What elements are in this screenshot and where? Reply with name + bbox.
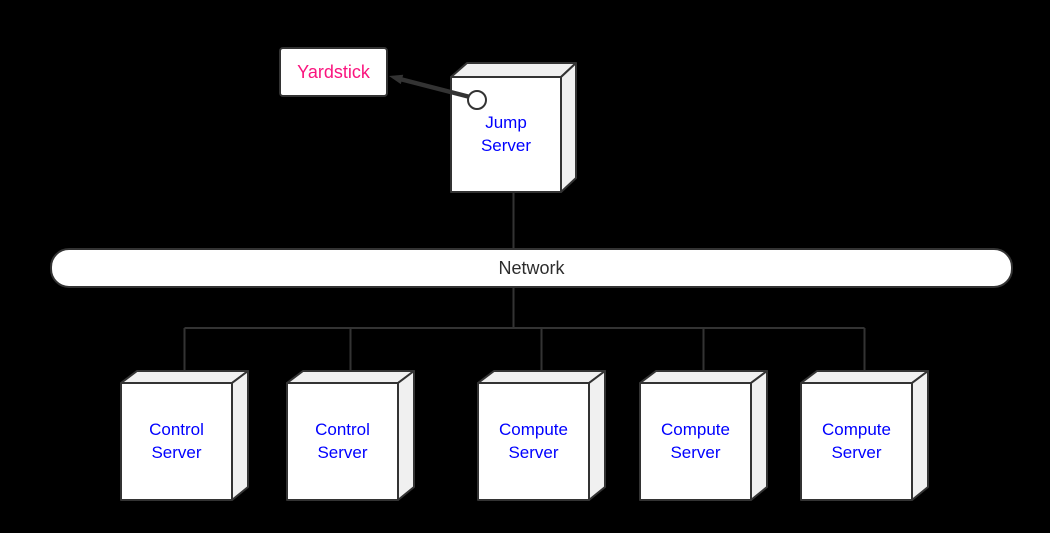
box-right-face xyxy=(911,370,929,501)
box-top-face xyxy=(120,370,249,384)
box-front-face xyxy=(286,382,399,501)
server-box-shape xyxy=(639,370,768,501)
compute-server-node-2: Compute Server xyxy=(639,370,768,501)
box-top-face xyxy=(800,370,929,384)
server-box-shape xyxy=(477,370,606,501)
box-front-face xyxy=(639,382,752,501)
yardstick-node: Yardstick xyxy=(279,47,388,97)
compute-server-node-3: Compute Server xyxy=(800,370,929,501)
box-top-face xyxy=(450,62,577,78)
server-box-shape xyxy=(120,370,249,501)
server-box-shape xyxy=(800,370,929,501)
yardstick-label: Yardstick xyxy=(297,61,370,82)
server-box-shape xyxy=(286,370,415,501)
control-server-node-2: Control Server xyxy=(286,370,415,501)
interface-circle-icon xyxy=(467,90,487,110)
server-label: Control Server xyxy=(149,419,204,462)
jump-server-node: Jump Server xyxy=(450,62,577,193)
compute-server-node-1: Compute Server xyxy=(477,370,606,501)
box-front-face xyxy=(120,382,233,501)
server-label: Compute Server xyxy=(499,419,568,462)
box-right-face xyxy=(560,62,577,193)
box-right-face xyxy=(588,370,606,501)
box-right-face xyxy=(397,370,415,501)
box-right-face xyxy=(750,370,768,501)
control-server-node-1: Control Server xyxy=(120,370,249,501)
box-right-face xyxy=(231,370,249,501)
box-top-face xyxy=(286,370,415,384)
box-front-face xyxy=(800,382,913,501)
network-label: Network xyxy=(498,257,565,278)
box-top-face xyxy=(639,370,768,384)
network-node: Network xyxy=(50,248,1013,288)
server-label: Control Server xyxy=(315,419,370,462)
server-label: Compute Server xyxy=(661,419,730,462)
jump-server-label: Jump Server xyxy=(480,112,532,155)
box-front-face xyxy=(477,382,590,501)
box-top-face xyxy=(477,370,606,384)
arrowhead-icon xyxy=(389,74,404,85)
server-label: Compute Server xyxy=(822,419,891,462)
